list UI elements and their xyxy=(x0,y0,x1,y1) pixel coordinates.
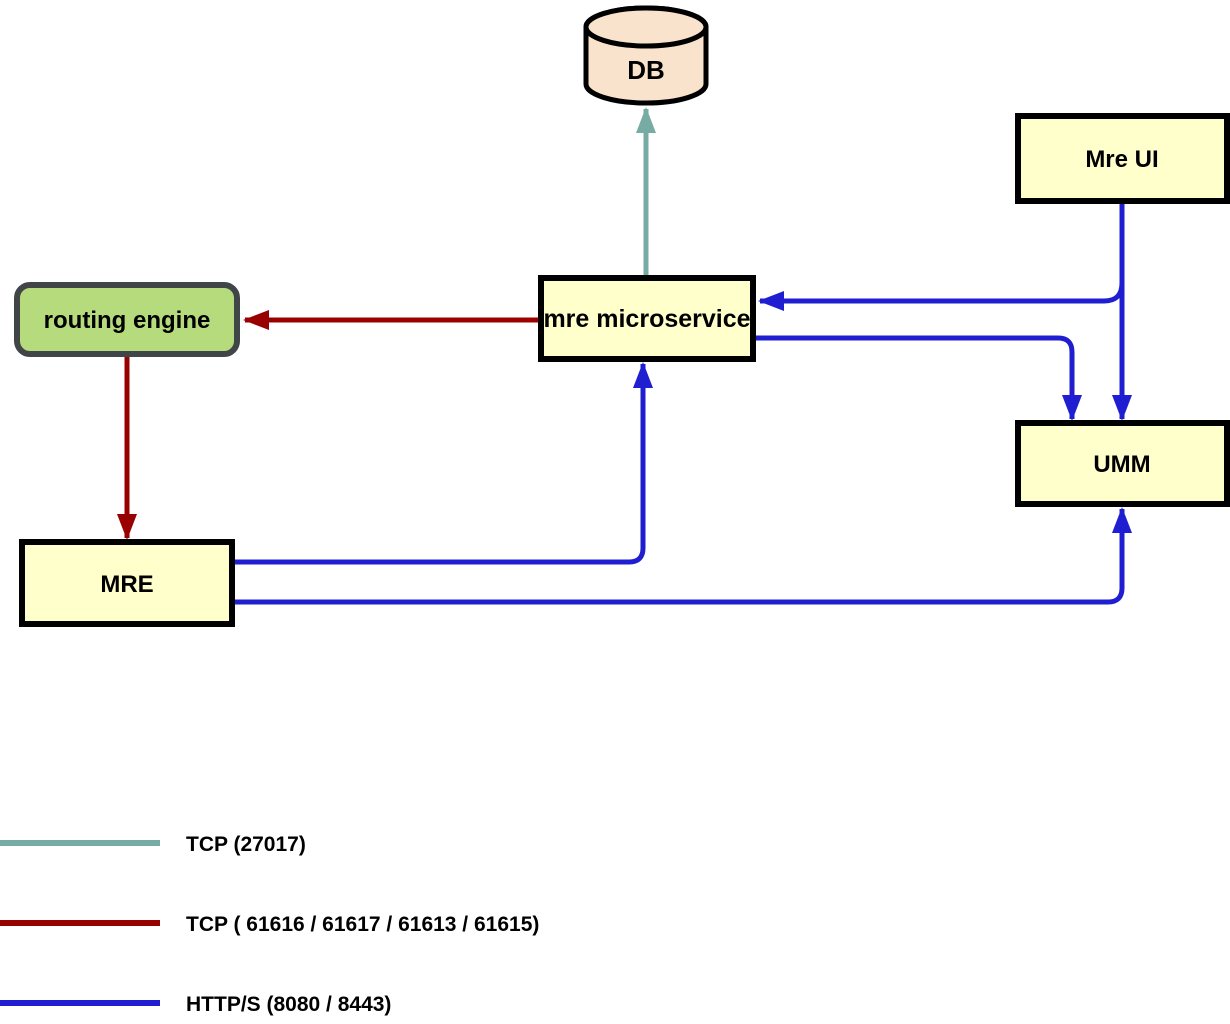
connectors xyxy=(117,107,1132,605)
node-mre-microservice: mre microservice xyxy=(538,275,756,362)
node-umm: UMM xyxy=(1015,420,1230,507)
legend-label-tcp-27017: TCP (27017) xyxy=(186,833,306,856)
mre-microservice-label: mre microservice xyxy=(543,305,750,333)
db-cylinder-top xyxy=(583,5,709,49)
edge-mre-to-umm xyxy=(232,507,1132,605)
mre-box xyxy=(19,539,235,627)
legend-item-https: HTTP/S (8080 / 8443) xyxy=(0,993,391,1016)
db-label: DB xyxy=(627,55,665,85)
mre-microservice-box xyxy=(538,275,756,362)
node-mre: MRE xyxy=(19,539,235,627)
legend-label-https: HTTP/S (8080 / 8443) xyxy=(186,993,391,1016)
edge-mre-ui-to-microservice xyxy=(758,282,1125,311)
legend-label-tcp-616xx: TCP ( 61616 / 61617 / 61613 / 61615) xyxy=(186,913,539,936)
legend-item-tcp-27017: TCP (27017) xyxy=(0,833,306,856)
routing-engine-label: routing engine xyxy=(44,307,211,334)
legend-item-tcp-616xx: TCP ( 61616 / 61617 / 61613 / 61615) xyxy=(0,913,539,936)
mre-label: MRE xyxy=(100,571,153,598)
edge-mre-to-microservice xyxy=(232,362,653,565)
edge-microservice-to-umm xyxy=(753,335,1082,421)
umm-label: UMM xyxy=(1093,451,1150,478)
node-mre-ui: Mre UI xyxy=(1015,113,1230,204)
legend: TCP (27017) TCP ( 61616 / 61617 / 61613 … xyxy=(0,833,539,1016)
node-routing-engine: routing engine xyxy=(14,282,240,357)
routing-engine-box xyxy=(14,282,240,357)
node-db: DB xyxy=(583,5,709,106)
mre-ui-label: Mre UI xyxy=(1085,146,1158,173)
umm-box xyxy=(1015,420,1230,507)
mre-ui-box xyxy=(1015,113,1230,204)
